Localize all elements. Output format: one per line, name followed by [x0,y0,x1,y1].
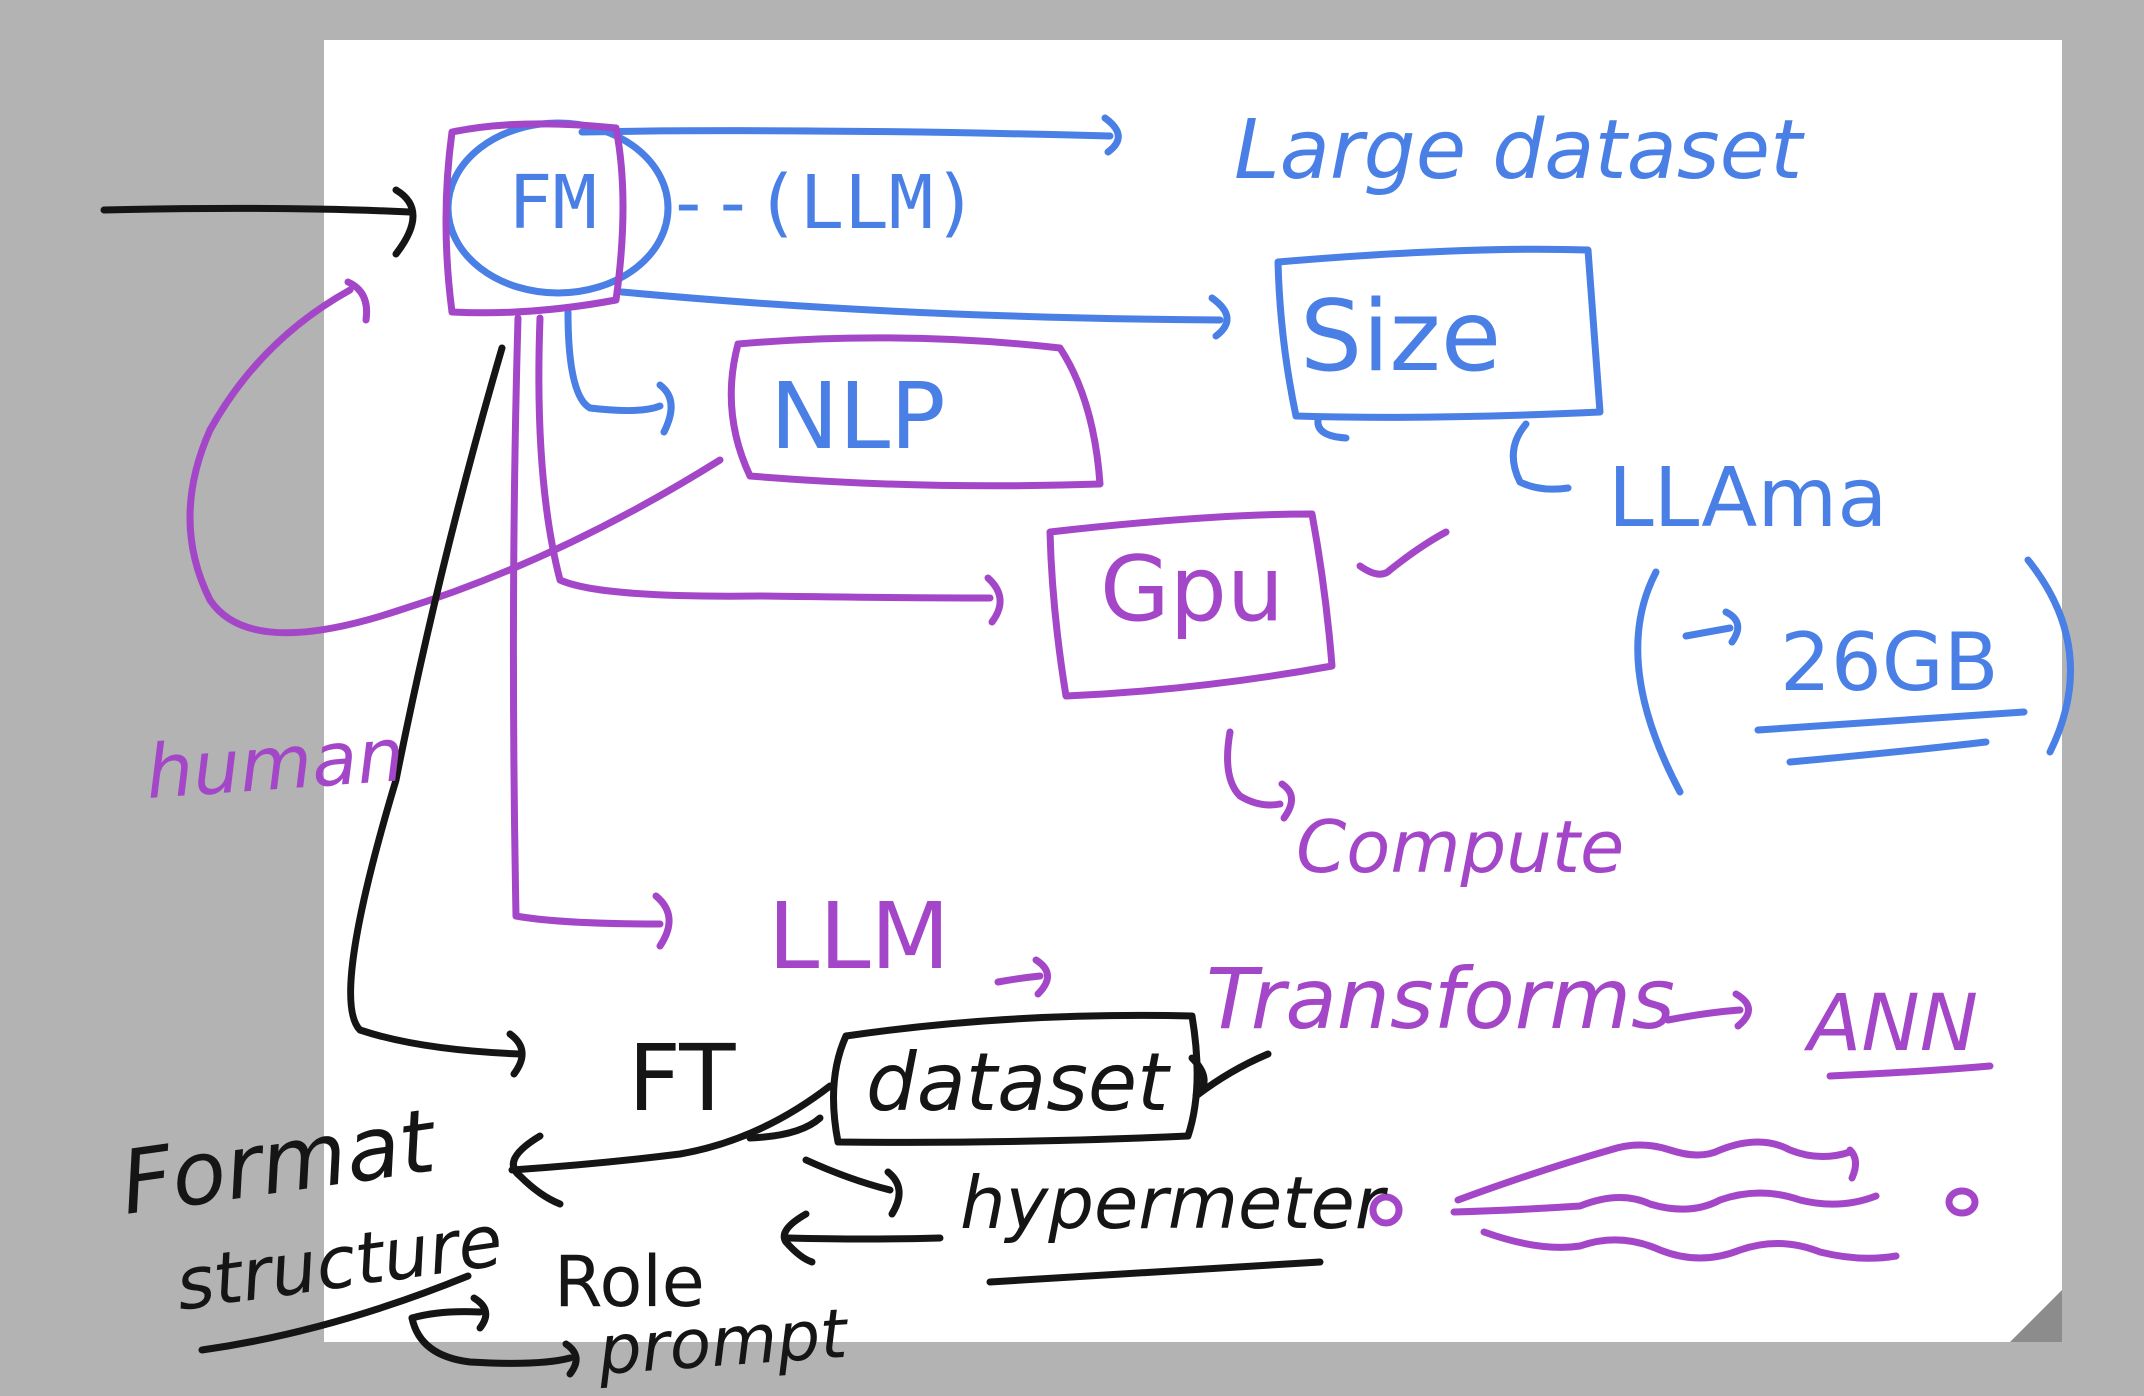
dataset-to-format [508,1082,834,1174]
scribble-1 [1454,1138,1854,1204]
gb-underline-1 [1754,708,2028,734]
nlp-box [727,334,1104,490]
llm-paren-label: --(LLM) [666,160,978,246]
transforms-to-ann-head [1732,990,1752,1030]
fm-to-ft-head [506,1030,526,1078]
prompt-label: prompt [595,1295,852,1391]
branch-to-llama [1509,420,1572,493]
fm-to-ft-curve [347,344,524,1058]
gb-paren-right [2024,556,2074,756]
gpu-check [1356,528,1450,578]
size-box [1274,245,1604,421]
gb-arrow [1682,624,1734,640]
hypermeter-dot [1369,1193,1403,1227]
transforms-label: Transforms [1206,950,1675,1048]
arrow-to-large-dataset-head [1101,114,1122,156]
gpu-box [1046,510,1336,700]
arrow-to-size-head [1208,294,1231,340]
structure-to-prompt [408,1314,574,1367]
arrow-to-size [618,288,1224,324]
black-strokes [100,186,1324,1378]
llm-to-transforms-head [1032,956,1051,998]
gb-paren-left [1634,568,1684,796]
structure-underline [198,1272,472,1354]
structure-to-role-head [470,1294,490,1332]
dataset-right-mark [1188,1050,1272,1100]
input-arrow [100,204,414,216]
llm-to-transforms [994,972,1044,986]
dataset-box [830,1011,1201,1146]
purple-strokes [186,120,1994,1262]
page-corner-fold [2010,1290,2062,1342]
input-arrow-head [392,186,417,258]
ann-label: ANN [1803,979,1978,1069]
ann-underline [1826,1062,1994,1080]
ft-label: FT [628,1025,736,1132]
branch-to-gpu-head [984,574,1004,626]
scribble-3 [1480,1228,1900,1262]
branch-to-llm [509,314,664,928]
gb-underline-2 [1786,738,1990,766]
scribble-2 [1450,1189,1880,1216]
role-label: Role [554,1241,705,1323]
hypermeter-label: hypermeter [960,1161,1389,1245]
compute-branch [1224,728,1284,809]
dataset-tick [746,1114,824,1142]
hypermeter-underline [986,1258,1324,1286]
fm-label: FM [508,160,597,246]
arrow-to-large-dataset [578,127,1114,140]
human-label: human [143,712,407,816]
branch-to-gpu [535,314,994,602]
size-underline [1314,416,1350,442]
dataset-to-format-head [509,1132,564,1208]
hypermeter-to-role-head [780,1210,816,1266]
transforms-to-ann [1664,1006,1744,1024]
compute-branch-head [1278,780,1295,822]
scribble-arrow-head [1846,1146,1859,1182]
arrow-to-nlp [564,308,664,415]
gb-label: 26GB [1780,616,1999,709]
gb-arrow-head [1722,608,1742,646]
branch-to-llm-head [652,892,673,950]
human-loop [186,286,724,637]
nlp-label: NLP [770,363,946,470]
dataset-to-hypermeter-head [884,1168,903,1218]
scribble-dot [1945,1187,1979,1217]
compute-label: Compute [1296,805,1624,889]
dataset-label: dataset [866,1036,1171,1129]
large-dataset-label: Large dataset [1234,103,1805,198]
dataset-to-hypermeter [802,1156,894,1194]
llama-label: LLAma [1608,451,1887,546]
fm-box [442,120,627,317]
human-loop-head [344,278,371,324]
llm-label: LLM [768,883,950,990]
size-label: Size [1300,280,1501,394]
arrow-to-nlp-head [656,381,675,436]
hypermeter-to-role [784,1234,944,1243]
structure-to-role [408,1308,484,1322]
gpu-label: Gpu [1100,537,1284,642]
structure-to-prompt-head [562,1340,580,1378]
